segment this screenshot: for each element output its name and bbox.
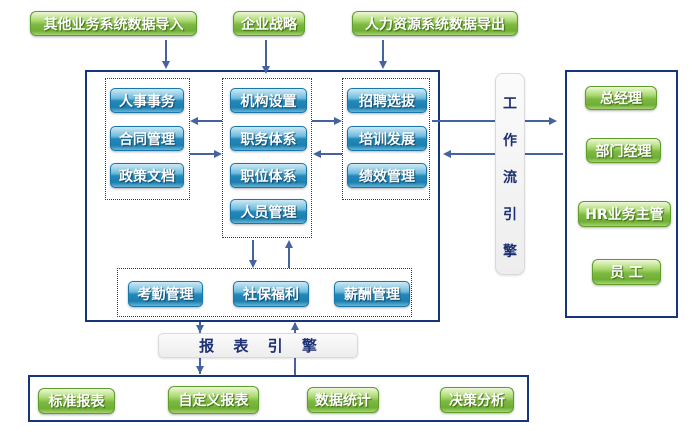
personnel-column-group	[105, 78, 190, 200]
arrow-strategy-to-core	[265, 40, 267, 68]
node-other-systems-import: 其他业务系统数据导入	[30, 11, 197, 36]
arrow-org-to-personnel	[198, 120, 222, 122]
arrow-core-to-roles	[432, 120, 550, 122]
node-hr-data-export: 人力资源系统数据导出	[352, 11, 518, 36]
arrow-export-from-core	[382, 40, 384, 63]
arrowhead-personnel-to-org	[214, 150, 222, 158]
arrowhead-org-to-personnel	[190, 117, 198, 125]
arrowhead-talent-to-org	[313, 150, 321, 158]
node-general-manager: 总经理	[585, 86, 657, 110]
node-policy-documents: 政策文档	[110, 163, 184, 188]
arrow-personnel-to-org	[190, 153, 215, 155]
node-decision-analysis: 决策分析	[440, 387, 514, 413]
node-attendance-management: 考勤管理	[128, 281, 203, 307]
roles-box	[565, 70, 678, 318]
arrow-org-to-talent	[312, 120, 335, 122]
arrowhead-core-to-reportengine	[196, 325, 204, 333]
node-social-security-benefits: 社保福利	[233, 281, 309, 307]
arrowhead-import-to-core	[162, 61, 170, 69]
arrowhead-reportengine-to-outputs	[196, 366, 204, 374]
node-organization-setup: 机构设置	[230, 88, 307, 113]
report-outputs-box	[28, 375, 529, 422]
talent-column-group	[342, 78, 430, 200]
arrow-org-to-compensation	[252, 240, 254, 262]
arrowhead-strategy-to-core	[262, 66, 270, 74]
arrowhead-org-to-compensation	[249, 260, 257, 268]
arrowhead-reports-to-core	[291, 322, 299, 330]
arrowhead-compensation-to-org	[285, 240, 293, 248]
arrow-compensation-to-org	[288, 248, 290, 268]
node-custom-reports: 自定义报表	[168, 386, 259, 414]
node-hr-supervisor: HR业务主管	[578, 201, 671, 227]
compensation-row-group	[117, 268, 412, 317]
node-contract-management: 合同管理	[110, 126, 184, 151]
node-recruitment-selection: 招聘选拔	[347, 88, 427, 113]
arrowhead-roles-to-core	[443, 150, 451, 158]
node-job-system: 职务体系	[230, 126, 307, 151]
node-standard-reports: 标准报表	[38, 388, 115, 414]
node-performance-management: 绩效管理	[347, 163, 427, 188]
node-personnel-management: 人员管理	[230, 199, 307, 224]
node-department-manager: 部门经理	[586, 138, 661, 163]
node-enterprise-strategy: 企业战略	[233, 11, 305, 36]
arrow-talent-to-org	[321, 153, 342, 155]
arrow-import-to-core	[165, 40, 167, 63]
arrowhead-core-to-roles	[549, 117, 557, 125]
node-data-statistics: 数据统计	[307, 387, 379, 413]
node-personnel-affairs: 人事事务	[110, 88, 184, 113]
node-employee: 员 工	[592, 259, 661, 285]
arrowhead-export-from-core	[379, 61, 387, 69]
node-salary-management: 薪酬管理	[334, 281, 410, 307]
organization-column-group	[222, 78, 312, 238]
report-engine-bar: 报 表 引 擎	[158, 333, 358, 358]
workflow-engine-bar: 工作流引擎	[495, 73, 525, 275]
node-position-system: 职位体系	[230, 163, 307, 188]
node-training-development: 培训发展	[347, 126, 427, 151]
arrowhead-org-to-talent	[334, 117, 342, 125]
